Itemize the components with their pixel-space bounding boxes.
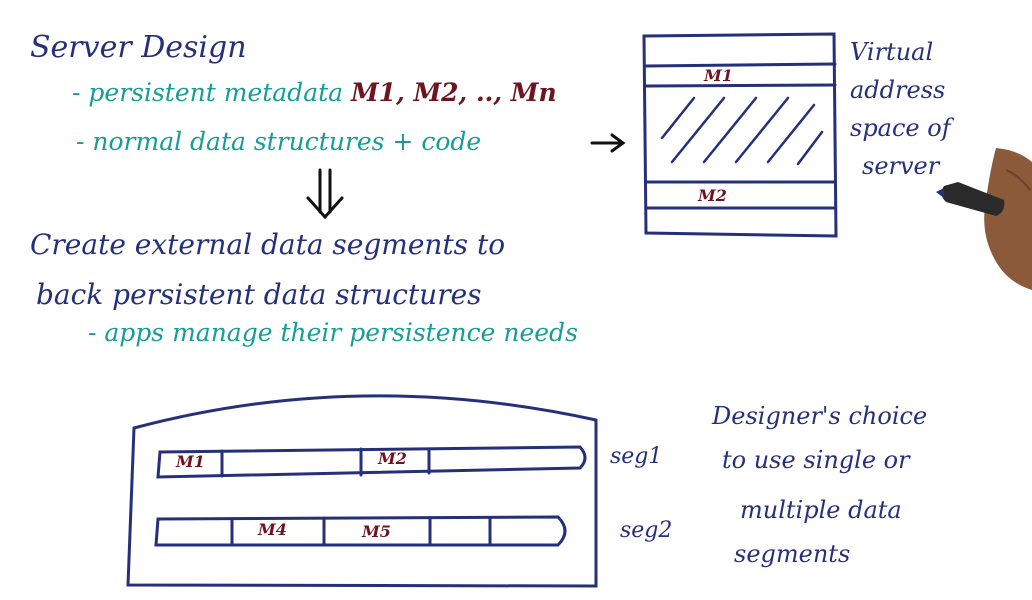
note-line-3: multiple data	[740, 496, 902, 524]
note-line-2: to use single or	[722, 446, 910, 474]
note-line-4: segments	[734, 540, 851, 568]
double-down-arrow	[306, 168, 344, 220]
statement-line-2: back persistent data structures	[36, 278, 482, 311]
note-line-1: Designer's choice	[712, 402, 928, 430]
seg1-label: seg1	[610, 444, 663, 469]
bullet-persistent-metadata: - persistent metadata M1, M2, .., Mn	[72, 78, 557, 107]
segment-2-bar	[154, 515, 567, 547]
vas-caption-line-2: address	[850, 76, 946, 104]
bullet-persistent-metadata-text: - persistent metadata	[72, 78, 351, 107]
seg2-cell-m5-label: M5	[362, 522, 391, 541]
metadata-list: M1, M2, .., Mn	[351, 78, 557, 107]
diagram-title: Server Design	[30, 30, 247, 65]
seg2-cell-m4-label: M4	[258, 520, 287, 539]
seg1-cell-m2-label: M2	[378, 449, 407, 468]
vas-block-m1-label: M1	[704, 66, 733, 85]
hatched-region	[660, 96, 824, 166]
virtual-address-space-box	[642, 32, 838, 238]
marker-hand	[936, 148, 1032, 290]
statement-line-1: Create external data segments to	[30, 228, 506, 261]
statement-sub-bullet: - apps manage their persistence needs	[88, 318, 578, 347]
seg1-cell-m1-label: M1	[176, 452, 205, 471]
bullet-normal-data-structures: - normal data structures + code	[76, 127, 482, 156]
vas-caption-line-1: Virtual	[850, 38, 934, 66]
segment-1-bar	[156, 445, 587, 479]
seg2-label: seg2	[620, 518, 673, 543]
vas-block-m2-label: M2	[698, 186, 727, 205]
right-arrow	[590, 133, 626, 153]
vas-caption-line-4: server	[862, 152, 940, 180]
vas-caption-line-3: space of	[850, 114, 951, 142]
disk-container	[126, 394, 598, 588]
